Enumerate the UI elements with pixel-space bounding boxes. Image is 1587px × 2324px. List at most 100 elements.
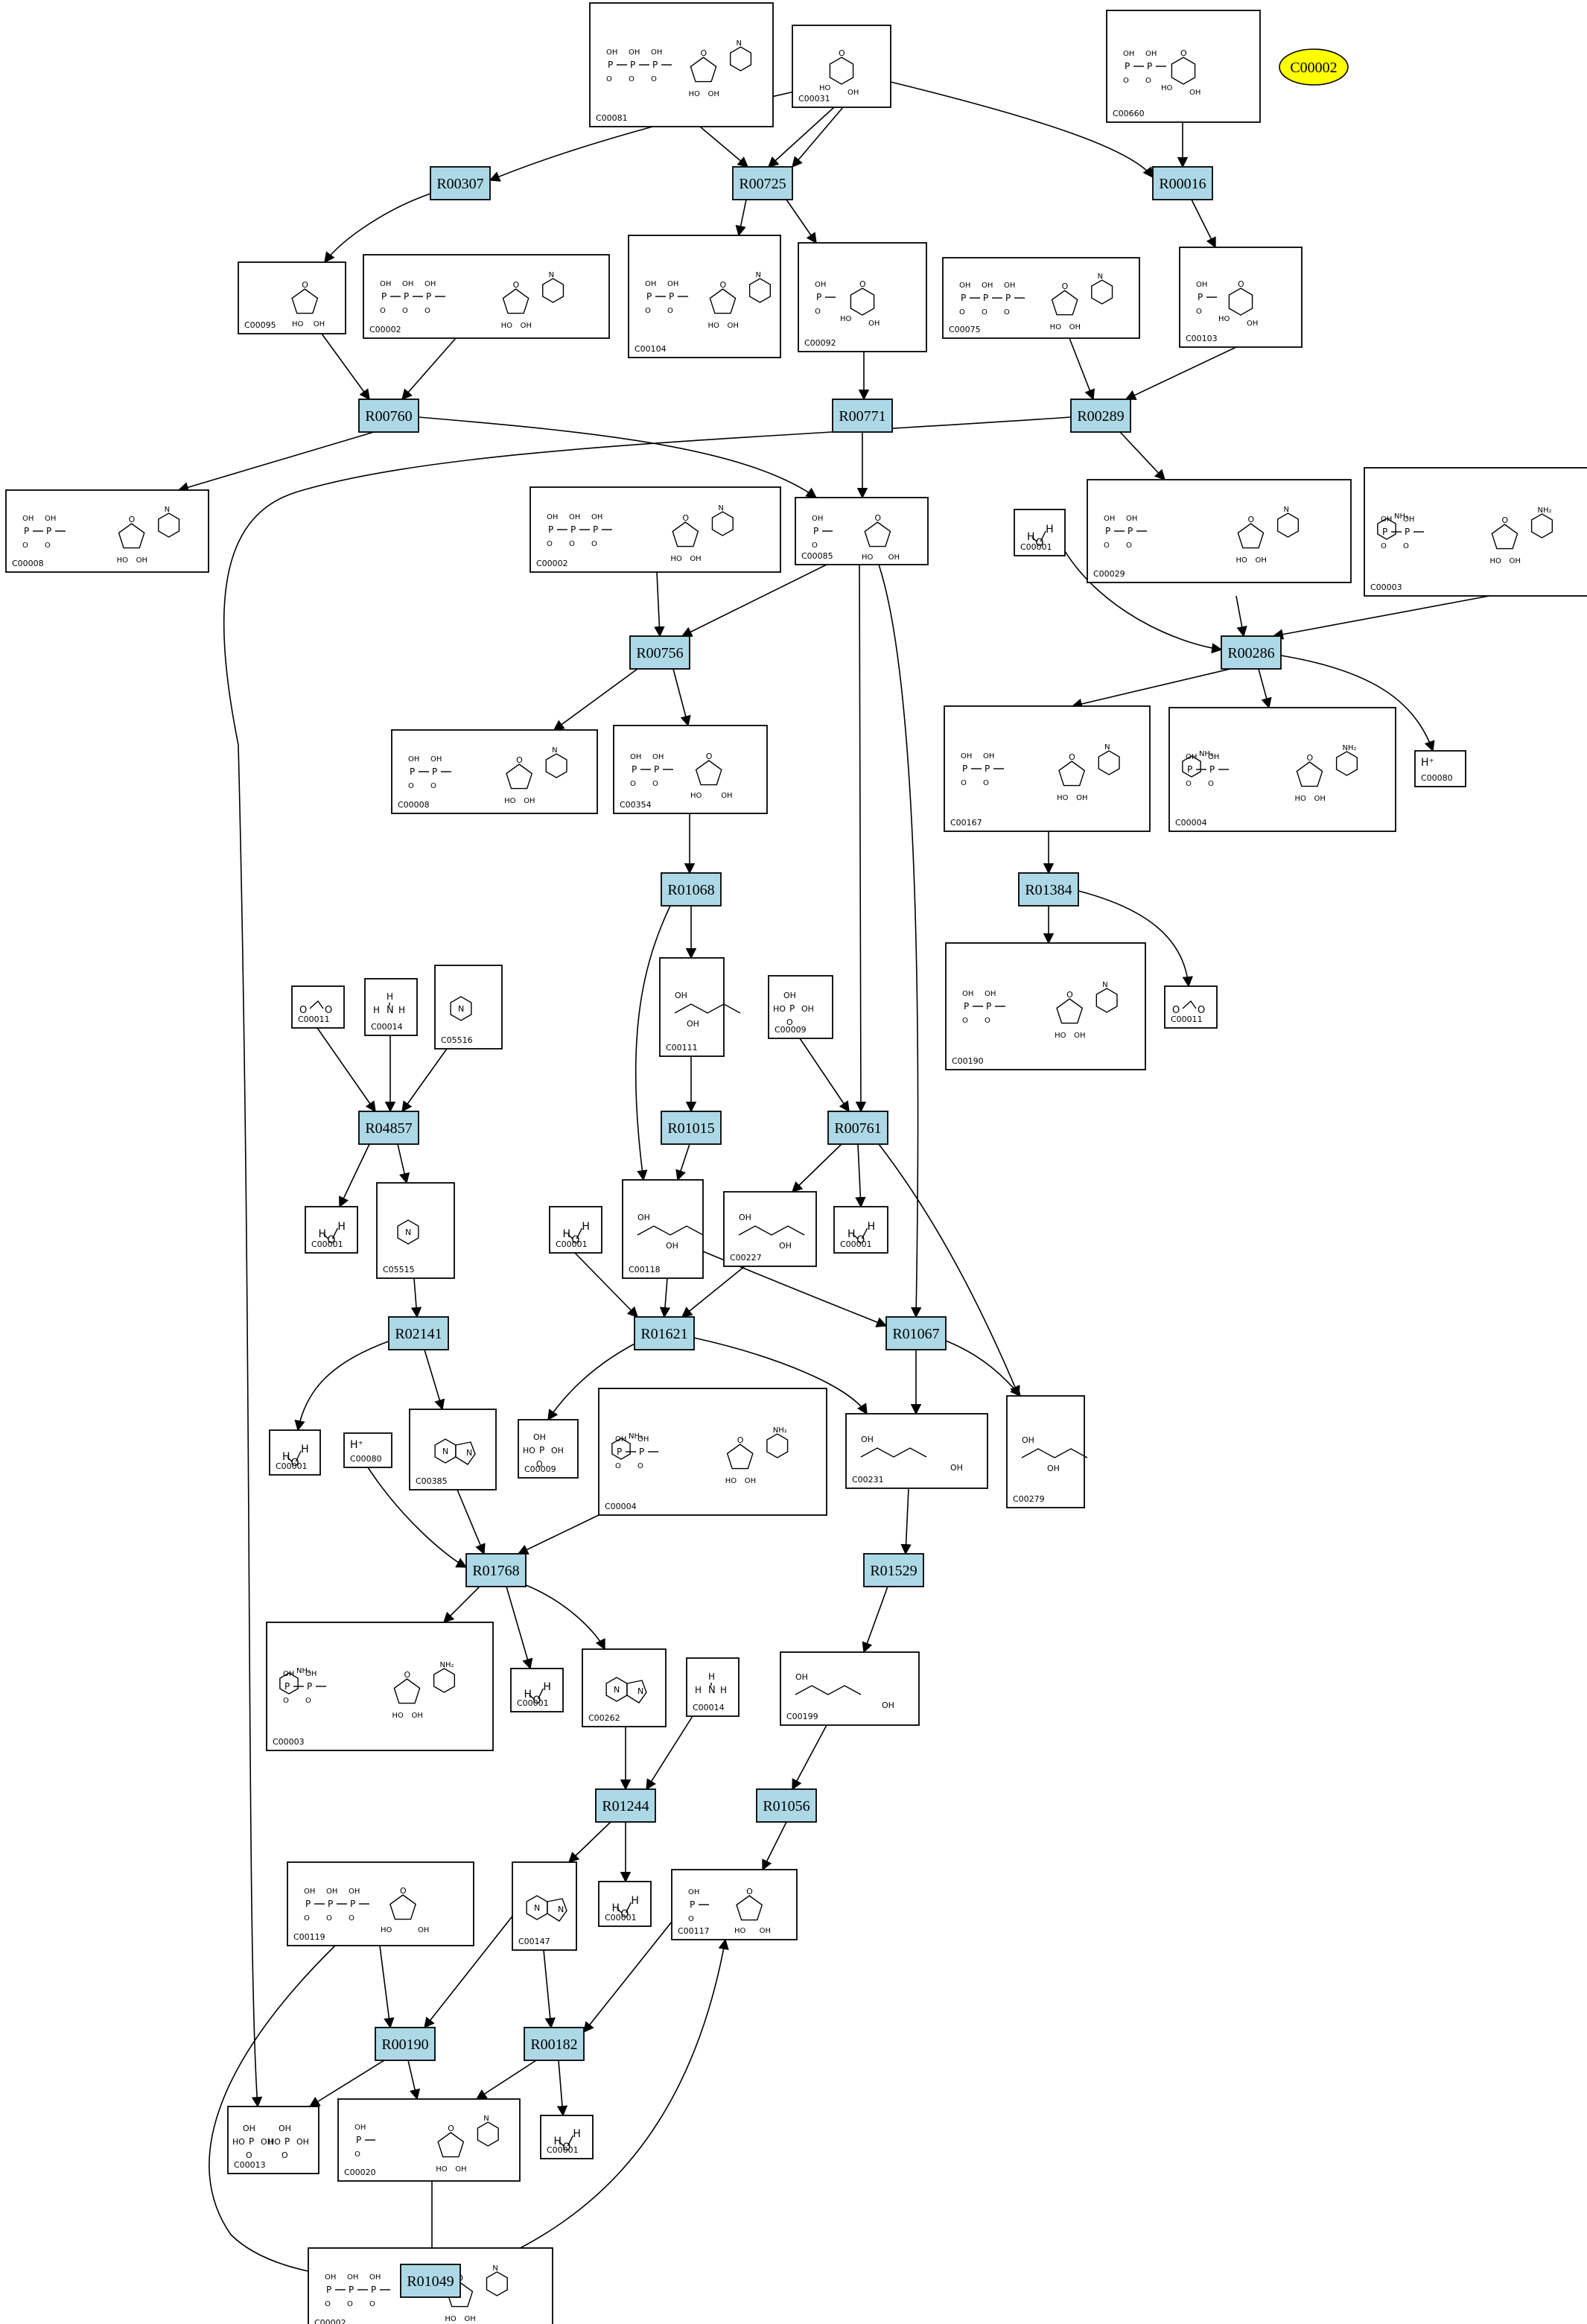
reaction-node-r00771[interactable]: R00771 (832, 399, 893, 433)
compound-node-c00080[interactable]: H⁺C00080 (1414, 750, 1466, 787)
reaction-node-r01384[interactable]: R01384 (1018, 872, 1079, 907)
svg-text:HO: HO (819, 84, 831, 92)
reaction-edge (786, 199, 817, 244)
compound-label: C00104 (635, 344, 667, 354)
reaction-node-r00289[interactable]: R00289 (1070, 399, 1131, 433)
structure-drawing: HHO (524, 1681, 551, 1707)
reaction-node-r01529[interactable]: R01529 (863, 1553, 924, 1587)
reaction-node-r00286[interactable]: R00286 (1221, 635, 1282, 670)
svg-text:HO: HO (1489, 557, 1501, 565)
svg-text:H: H (554, 2136, 562, 2147)
reaction-node-r01621[interactable]: R01621 (634, 1316, 695, 1350)
reaction-node-r00761[interactable]: R00761 (827, 1111, 888, 1145)
reaction-node-r00182[interactable]: R00182 (524, 2027, 585, 2061)
svg-text:N: N (1104, 743, 1110, 752)
reaction-node-r01056[interactable]: R01056 (756, 1788, 817, 1823)
svg-text:HO: HO (707, 322, 719, 330)
reaction-node-r01015[interactable]: R01015 (661, 1111, 722, 1145)
svg-text:O: O (347, 2300, 353, 2308)
svg-text:O: O (1247, 515, 1254, 524)
svg-text:P: P (1405, 527, 1410, 537)
svg-text:OH: OH (408, 755, 419, 763)
reaction-node-r00307[interactable]: R00307 (430, 166, 491, 200)
svg-text:OH: OH (795, 1672, 808, 1682)
highlight-node[interactable]: C00002 (1279, 48, 1349, 86)
reaction-node-r00756[interactable]: R00756 (629, 635, 690, 670)
reaction-node-r01768[interactable]: R01768 (465, 1553, 527, 1587)
svg-text:OH: OH (354, 2124, 366, 2132)
svg-text:N: N (558, 1905, 564, 1914)
reaction-node-r01049[interactable]: R01049 (400, 2264, 461, 2298)
reaction-node-r01244[interactable]: R01244 (595, 1788, 656, 1823)
compound-label: C00117 (678, 1926, 710, 1936)
compound-node-c00080[interactable]: H⁺C00080 (343, 1432, 392, 1468)
svg-text:N: N (718, 504, 723, 512)
reaction-edge (646, 1715, 693, 1791)
reaction-node-r01067[interactable]: R01067 (885, 1316, 947, 1350)
svg-text:H⁺: H⁺ (350, 1439, 363, 1451)
reaction-node-r02141[interactable]: R02141 (388, 1316, 449, 1350)
reaction-node-r00190[interactable]: R00190 (375, 2027, 436, 2061)
reaction-edge (574, 1252, 639, 1318)
reaction-node-r00725[interactable]: R00725 (732, 166, 793, 200)
svg-text:O: O (651, 75, 657, 83)
svg-text:NH₂: NH₂ (296, 1667, 311, 1675)
reaction-node-r01068[interactable]: R01068 (661, 872, 722, 907)
reaction-edge (1258, 668, 1272, 709)
reaction-node-r04857[interactable]: R04857 (358, 1111, 419, 1145)
reaction-node-r00760[interactable]: R00760 (358, 399, 419, 433)
svg-text:O: O (1403, 542, 1409, 550)
reaction-node-r00016[interactable]: R00016 (1152, 166, 1213, 200)
